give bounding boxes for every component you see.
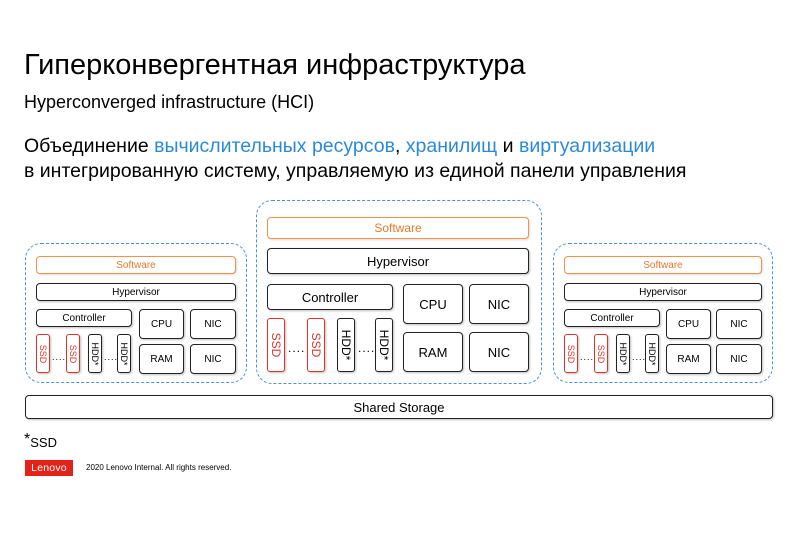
nic-box: NIC bbox=[190, 309, 236, 339]
description-line-1: Объединение вычислительных ресурсов, хра… bbox=[24, 134, 686, 159]
hypervisor-box: Hypervisor bbox=[36, 283, 236, 301]
hdd-disk: HDD* bbox=[645, 334, 659, 373]
disk-ellipsis: .... bbox=[288, 341, 306, 355]
cpu-box: CPU bbox=[403, 284, 463, 324]
nic-box: NIC bbox=[716, 309, 762, 339]
hdd-disk: HDD* bbox=[117, 334, 131, 373]
ssd-disk: SSD bbox=[66, 334, 80, 373]
description-line-2: в интегрированную систему, управляемую и… bbox=[24, 160, 687, 182]
ssd-disk: SSD bbox=[307, 318, 325, 372]
software-box: Software bbox=[36, 256, 236, 274]
node-left: Software Hypervisor Controller SSD .... … bbox=[25, 243, 247, 383]
software-box: Software bbox=[564, 256, 762, 274]
lenovo-logo: Lenovo bbox=[25, 460, 73, 476]
hdd-disk: HDD* bbox=[616, 334, 630, 373]
node-center: Software Hypervisor Controller SSD .... … bbox=[256, 200, 542, 384]
disk-ellipsis: .... bbox=[52, 352, 67, 362]
ssd-disk: SSD bbox=[36, 334, 50, 373]
desc-highlight-compute: вычислительных ресурсов bbox=[154, 135, 395, 157]
nic-box: NIC bbox=[716, 344, 762, 374]
desc-highlight-storage: хранилищ bbox=[405, 135, 498, 157]
disk-ellipsis: .... bbox=[104, 352, 119, 362]
controller-box: Controller bbox=[36, 309, 132, 327]
cpu-box: CPU bbox=[139, 309, 184, 339]
hdd-disk: HDD* bbox=[375, 318, 393, 372]
controller-box: Controller bbox=[564, 309, 660, 327]
disk-ellipsis: .... bbox=[358, 341, 376, 355]
disk-ellipsis: .... bbox=[580, 352, 595, 362]
desc-text: и bbox=[497, 135, 519, 157]
software-box: Software bbox=[267, 217, 529, 239]
desc-highlight-virtualization: виртуализации bbox=[518, 135, 656, 157]
nic-box: NIC bbox=[469, 332, 529, 372]
desc-text: , bbox=[394, 135, 406, 157]
ram-box: RAM bbox=[403, 332, 463, 372]
description: Объединение вычислительных ресурсов, хра… bbox=[24, 134, 686, 184]
ssd-disk: SSD bbox=[564, 334, 578, 373]
footnote: *SSD bbox=[24, 432, 57, 451]
footnote-text: SSD bbox=[30, 435, 57, 450]
disk-ellipsis: .... bbox=[632, 352, 647, 362]
desc-text: Объединение bbox=[24, 135, 155, 157]
ram-box: RAM bbox=[666, 344, 711, 374]
page-subtitle: Hyperconverged infrastructure (HCI) bbox=[24, 92, 315, 112]
page-title: Гиперконвергентная инфраструктура bbox=[24, 49, 526, 81]
hypervisor-box: Hypervisor bbox=[267, 248, 529, 274]
cpu-box: CPU bbox=[666, 309, 711, 339]
ssd-disk: SSD bbox=[267, 318, 285, 372]
hdd-disk: HDD* bbox=[337, 318, 355, 372]
nic-box: NIC bbox=[469, 284, 529, 324]
ram-box: RAM bbox=[139, 344, 184, 374]
shared-storage-box: Shared Storage bbox=[25, 395, 773, 419]
hdd-disk: HDD* bbox=[88, 334, 102, 373]
controller-box: Controller bbox=[267, 284, 393, 310]
node-right: Software Hypervisor Controller SSD .... … bbox=[553, 243, 773, 383]
footnote-star: * bbox=[24, 431, 31, 448]
nic-box: NIC bbox=[190, 344, 236, 374]
hypervisor-box: Hypervisor bbox=[564, 283, 762, 301]
copyright-text: 2020 Lenovo Internal. All rights reserve… bbox=[86, 463, 232, 472]
ssd-disk: SSD bbox=[594, 334, 608, 373]
